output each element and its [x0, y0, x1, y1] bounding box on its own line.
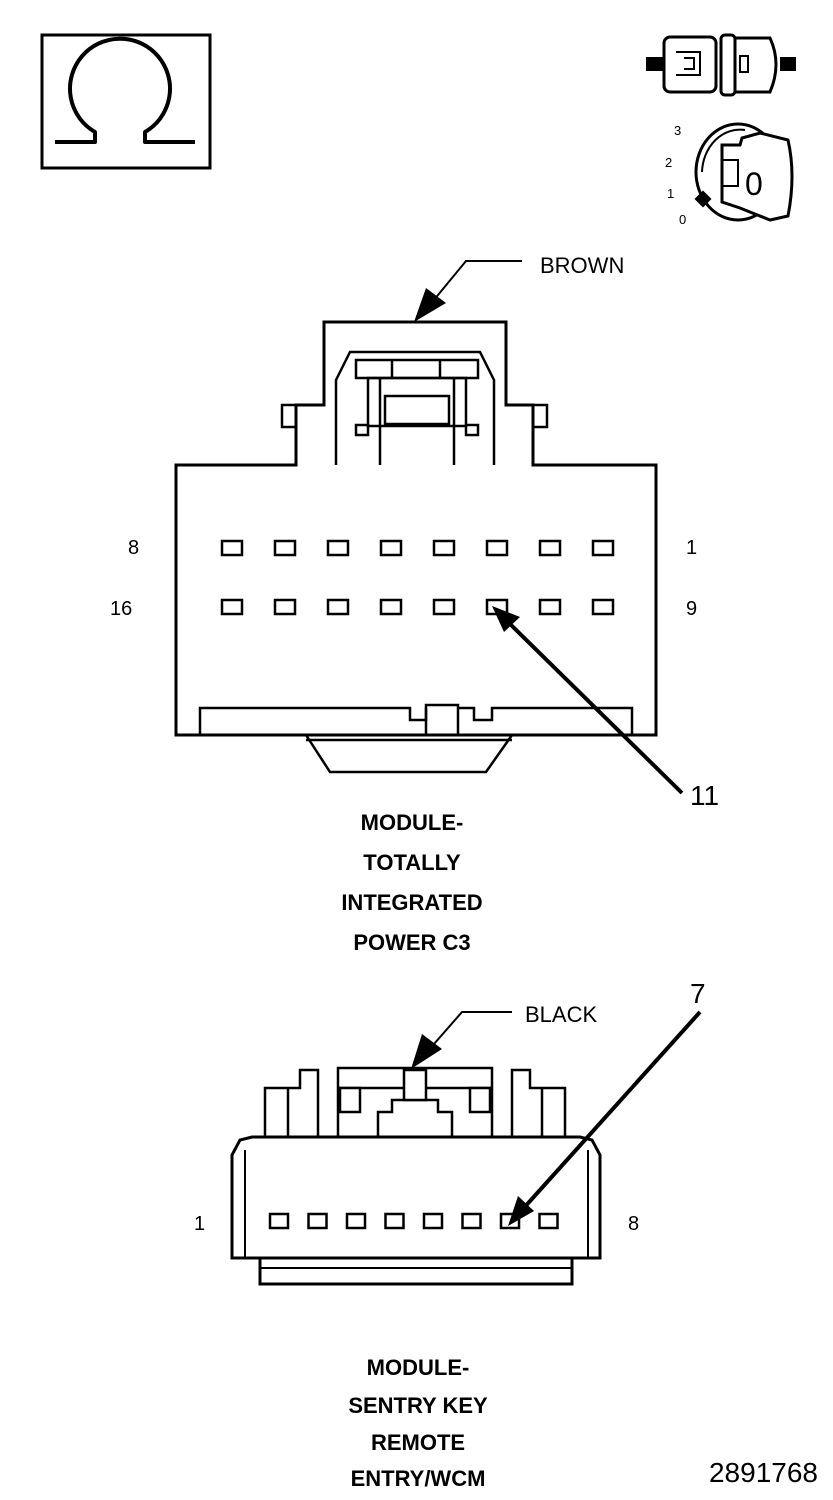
c3-row1-left-label: 8 [128, 537, 139, 559]
c3-row2-left-label: 16 [110, 598, 132, 620]
c3-pin-cavity [220, 539, 244, 557]
wcm-bottom-rail [258, 1256, 574, 1286]
c3-row2-right-label: 9 [686, 598, 697, 620]
connector-wcm: BLACK 1 8 7 MODULE- SENTRY KE [194, 978, 706, 1491]
c3-title-line-2: TOTALLY [363, 850, 461, 875]
c3-bottom-rail [198, 703, 634, 774]
wcm-pin-cavity [345, 1212, 367, 1230]
wcm-pin-cavity [538, 1212, 559, 1230]
c3-pin-cavity [591, 539, 615, 557]
c3-pin-cavity [220, 598, 244, 616]
ignition-pos-0: 0 [679, 212, 686, 227]
c3-latch [280, 350, 549, 465]
wcm-pin-cavity [307, 1212, 328, 1230]
wcm-callout-pin: 7 [690, 978, 706, 1009]
c3-pin-cavities [220, 539, 615, 616]
c3-pin-cavity [326, 539, 350, 557]
wcm-title-line-3: REMOTE [371, 1430, 465, 1455]
c3-callout-pin: 11 [690, 780, 719, 811]
wcm-color-arrowhead [411, 1034, 442, 1069]
c3-pin-cavity [538, 598, 562, 616]
wcm-pin-cavity [461, 1212, 482, 1230]
wcm-left-label: 1 [194, 1213, 205, 1235]
wcm-title-line-4: ENTRY/WCM [351, 1466, 486, 1491]
c3-callout-arrowhead [492, 606, 520, 632]
c3-pin-cavity [379, 539, 403, 557]
c3-title-line-1: MODULE- [361, 810, 464, 835]
wcm-callout-line [520, 1010, 702, 1212]
c3-pin-cavity [379, 598, 403, 616]
c3-pin-cavity [273, 539, 297, 557]
c3-pin-cavity [273, 598, 297, 616]
ignition-key-icon: 3 2 1 0 0 [665, 122, 794, 227]
wcm-pin-cavity [384, 1212, 405, 1230]
c3-pin-cavity [538, 539, 562, 557]
ignition-pos-3: 3 [674, 123, 681, 138]
c3-pin-cavity [432, 539, 456, 557]
wcm-pin-cavity [268, 1212, 290, 1230]
ignition-pos-2: 2 [665, 155, 672, 170]
wcm-pin-cavity [422, 1212, 444, 1230]
connector-disconnect-icon [646, 33, 796, 97]
c3-row1-right-label: 1 [686, 537, 697, 559]
wcm-latch [263, 1066, 567, 1137]
c3-callout-line [506, 620, 684, 795]
c3-title-line-4: POWER C3 [353, 930, 470, 955]
wcm-callout-arrowhead [508, 1196, 534, 1226]
c3-housing [174, 320, 658, 737]
wcm-housing [230, 1135, 602, 1260]
connector-c3: BROWN 8 1 16 9 [110, 253, 719, 955]
figure-number: 2891768 [709, 1457, 818, 1488]
wcm-title-line-1: MODULE- [367, 1355, 470, 1380]
ohm-icon [40, 33, 212, 170]
wcm-title-line-2: SENTRY KEY [348, 1393, 488, 1418]
ignition-key-label: 0 [745, 166, 763, 202]
c3-pin-cavity [591, 598, 615, 616]
c3-pin-cavity [326, 598, 350, 616]
c3-color-label: BROWN [540, 253, 624, 278]
c3-title-line-3: INTEGRATED [341, 890, 482, 915]
ignition-pos-1: 1 [667, 186, 674, 201]
wcm-right-label: 8 [628, 1213, 639, 1235]
c3-color-leader [423, 260, 522, 313]
c3-pin-cavity [432, 598, 456, 616]
c3-pin-cavity [485, 539, 509, 557]
wcm-color-label: BLACK [525, 1002, 597, 1027]
c3-color-arrowhead [414, 288, 446, 322]
